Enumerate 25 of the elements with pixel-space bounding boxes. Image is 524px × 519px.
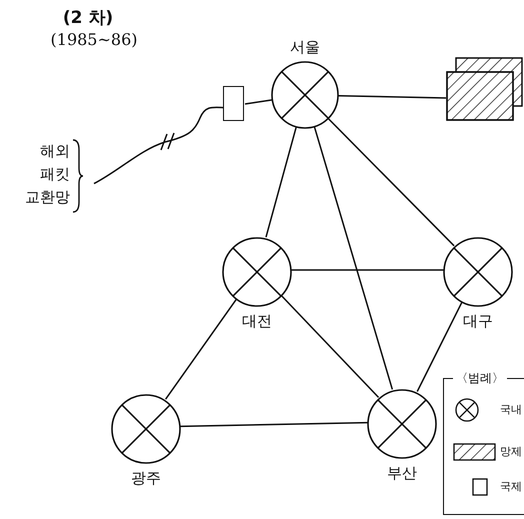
city-label: 대구 <box>462 312 494 330</box>
gateway-box <box>223 86 244 121</box>
city-label: 서울 <box>289 38 321 56</box>
link-line <box>165 297 238 400</box>
link-line <box>93 106 224 184</box>
legend-text: 국제 <box>500 479 522 495</box>
link-line <box>280 294 380 398</box>
link-line <box>314 126 394 390</box>
link-line <box>265 126 297 238</box>
legend-heading: 〈범례〉 <box>453 370 507 387</box>
year-label: (1985~86) <box>50 30 138 49</box>
link-line <box>244 99 272 105</box>
link-line <box>416 300 464 392</box>
city-label: 대전 <box>241 312 273 330</box>
link-line <box>180 422 368 428</box>
city-label: 부산 <box>386 464 418 482</box>
hatched-box-drawing <box>446 57 524 121</box>
legend-text: 망제 <box>500 444 522 460</box>
title: (2 차) <box>62 7 114 29</box>
link-line <box>328 118 455 246</box>
network-label: 해외 패킷 교환망 <box>24 141 70 208</box>
link-line <box>338 94 446 99</box>
legend-text: 국내 <box>500 402 522 418</box>
city-label: 광주 <box>130 469 162 487</box>
link-line <box>291 269 444 271</box>
